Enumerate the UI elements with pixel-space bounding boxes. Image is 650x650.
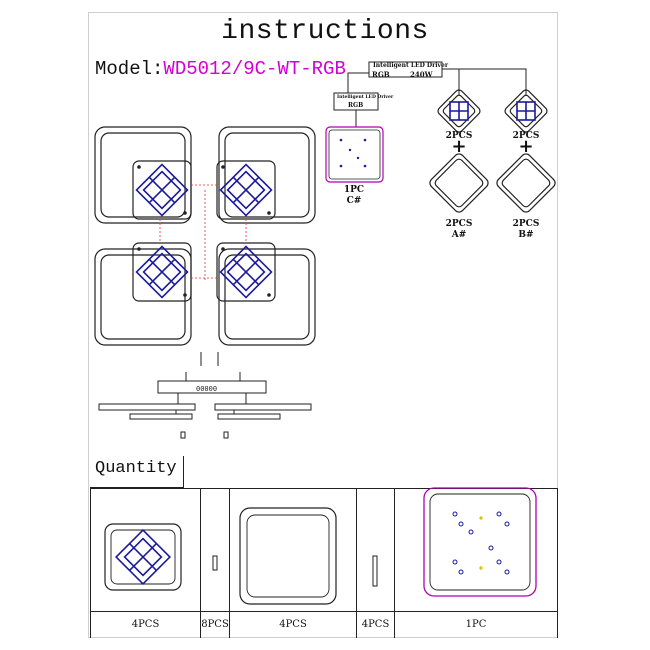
- qty-cell-rod: 4PCS: [357, 488, 395, 638]
- model-label: Model:: [95, 58, 164, 80]
- frame-a-name: A#: [451, 230, 467, 240]
- plus-right: +: [518, 136, 534, 157]
- frame-a-qty: 2PCS: [445, 219, 473, 229]
- driver-spec-right: 240W: [410, 70, 433, 79]
- small-driver-spec: RGB: [348, 102, 364, 109]
- qty-cell-module: 4PCS: [90, 488, 201, 638]
- module-right-qty: 2PCS: [512, 131, 540, 141]
- qty-cell-frame: 4PCS: [230, 488, 357, 638]
- panel-c-name: C#: [346, 196, 362, 206]
- qty-caption-5: 1PC: [395, 611, 557, 638]
- quantity-heading: Quantity: [90, 456, 184, 488]
- page-title: instructions: [221, 16, 429, 47]
- qty-caption-3: 4PCS: [230, 611, 356, 638]
- module-left-qty: 2PCS: [445, 131, 473, 141]
- panel-part-icon: [423, 487, 537, 597]
- frame-b-name: B#: [518, 230, 534, 240]
- qty-caption-2: 8PCS: [201, 611, 229, 638]
- quantity-divider: [90, 488, 558, 489]
- model-code: WD5012/9C-WT-RGB: [163, 58, 346, 80]
- rod-part-icon: [372, 555, 378, 587]
- driver-spec-left: RGB: [372, 70, 390, 79]
- canopy-code: 00000: [196, 385, 217, 393]
- qty-cell-screw: 8PCS: [201, 488, 230, 638]
- instruction-sheet: [88, 12, 558, 638]
- qty-cell-panel: 1PC: [395, 487, 558, 638]
- frame-part-icon: [239, 507, 337, 605]
- panel-c-qty: 1PC: [343, 185, 365, 195]
- qty-caption-4: 4PCS: [357, 611, 394, 638]
- small-driver-name: Intelligent LED Driver: [337, 95, 394, 100]
- driver-name: Intelligent LED Driver: [373, 62, 449, 69]
- frame-b-qty: 2PCS: [512, 219, 540, 229]
- model-line: Model:WD5012/9C-WT-RGB: [95, 58, 346, 80]
- qty-caption-1: 4PCS: [91, 611, 200, 638]
- module-part-icon: [104, 523, 182, 591]
- screw-part-icon: [212, 555, 218, 571]
- plus-left: +: [451, 136, 467, 157]
